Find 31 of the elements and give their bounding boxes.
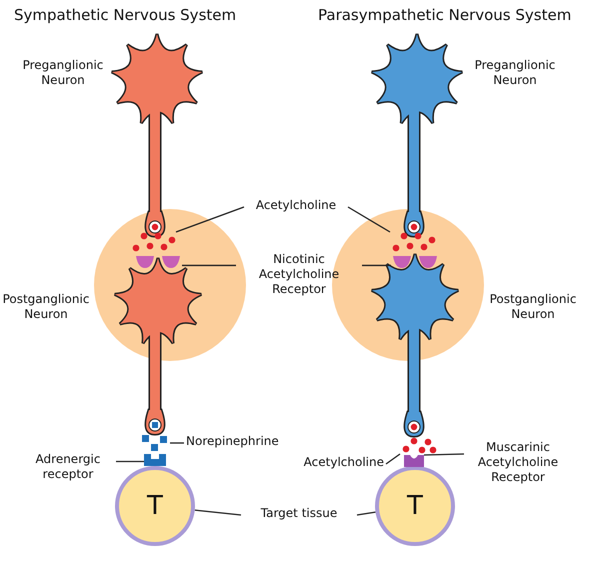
cell-letter: T bbox=[147, 491, 163, 521]
section-heading: Parasympathetic Nervous System bbox=[318, 8, 572, 23]
leader-line bbox=[170, 442, 184, 444]
leader-line bbox=[386, 453, 400, 465]
neuron-label: Postganglionic Neuron bbox=[2, 292, 90, 322]
neuron-label: Preganglionic Neuron bbox=[474, 58, 556, 88]
leader-line bbox=[356, 512, 376, 516]
muscarinic-receptor-symbol bbox=[404, 455, 424, 467]
callout-label: Adrenergic receptor bbox=[22, 452, 114, 486]
leader-line bbox=[116, 460, 144, 462]
callout-label: Acetylcholine bbox=[246, 198, 346, 216]
neuron-label: Preganglionic Neuron bbox=[22, 58, 104, 88]
leader-line bbox=[424, 453, 464, 456]
callout-label: Nicotinic Acetylcholine Receptor bbox=[238, 252, 360, 300]
adrenergic-receptor-symbol bbox=[144, 454, 166, 466]
neuron-label: Postganglionic Neuron bbox=[488, 292, 578, 322]
callout-label: Norepinephrine bbox=[186, 434, 296, 452]
nicotinic-receptor-symbol bbox=[134, 256, 182, 268]
leader-line bbox=[362, 264, 391, 266]
leader-line bbox=[182, 264, 236, 266]
callout-label: Target tissue bbox=[243, 506, 355, 524]
leader-line bbox=[176, 206, 244, 233]
cell-letter: T bbox=[407, 491, 423, 521]
nicotinic-receptor-symbol bbox=[391, 256, 439, 268]
leader-line bbox=[348, 206, 390, 233]
acetylcholine-dots bbox=[400, 437, 436, 454]
callout-label: Muscarinic Acetylcholine Receptor bbox=[466, 440, 570, 490]
callout-label: Acetylcholine bbox=[296, 455, 384, 473]
leader-line bbox=[194, 510, 242, 516]
norepinephrine-squares bbox=[140, 434, 170, 452]
section-heading: Sympathetic Nervous System bbox=[14, 8, 236, 23]
